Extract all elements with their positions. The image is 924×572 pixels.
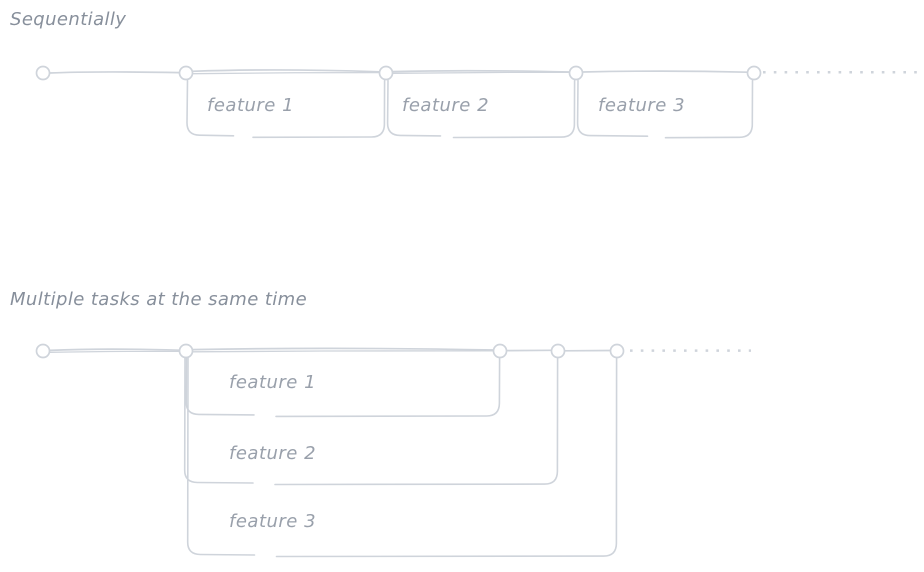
parallel-timeline [35,343,751,558]
section-title-parallel: Multiple tasks at the same time [10,289,308,310]
timeline-segment [48,348,181,352]
sequential-timeline [35,65,918,139]
feature-box-outline [252,79,386,139]
timeline-segment [391,69,571,73]
timeline-segment [582,70,749,74]
feature-box-outline [576,79,649,137]
timeline-node [35,343,51,359]
feature-box-outline [452,79,576,139]
timeline-segment [191,69,381,73]
feature-box-outline [664,79,754,139]
timeline-segment-doublestroke [49,350,180,353]
feature-box-outline [275,357,501,418]
timeline-node [35,65,51,81]
timeline-node [378,65,394,81]
timeline-segment [191,347,495,351]
feature-box-outline [186,357,256,556]
timeline-segment-doublestroke [192,71,380,75]
timeline-node [550,343,566,359]
timeline-segment-doublestroke [192,350,494,353]
timeline-node [609,343,625,359]
feature-label: feature 2 [229,443,317,464]
feature-label: feature 3 [598,95,686,116]
section-title-sequential: Sequentially [10,9,127,30]
feature-box-outline [186,79,235,137]
feature-label: feature 1 [207,95,295,116]
timeline-segment-doublestroke [392,71,570,74]
feature-box-outline [275,357,618,558]
timeline-node [568,65,584,81]
feature-label: feature 2 [402,95,490,116]
feature-box-outline [386,79,442,137]
feature-box-outline [274,357,559,486]
timeline-segment [48,70,181,74]
timeline-node [178,65,194,81]
feature-label: feature 3 [229,511,317,532]
feature-box-outline [185,357,255,416]
feature-label: feature 1 [229,372,317,393]
timeline-node [746,65,762,81]
timeline-node [492,343,508,359]
timeline-node [178,343,194,359]
